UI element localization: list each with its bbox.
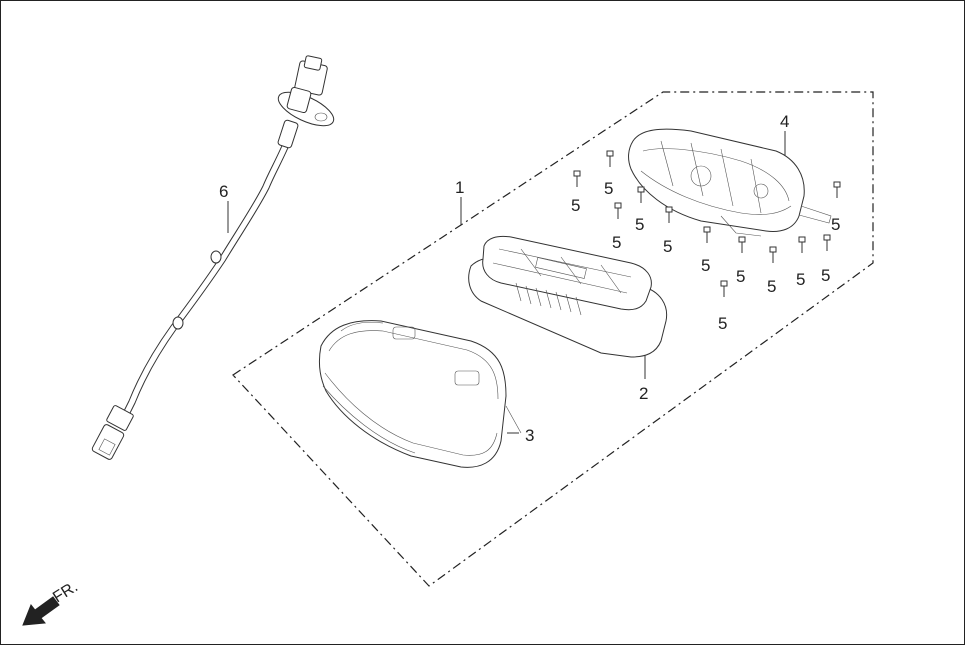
callout-1: 1 [455, 178, 464, 197]
callout-5: 5 [604, 179, 613, 198]
callout-5: 5 [796, 270, 805, 289]
callout-6: 6 [219, 182, 228, 201]
callout-5: 5 [663, 237, 672, 256]
callout-5: 5 [612, 233, 621, 252]
lens-cover-part [318, 320, 522, 468]
callout-5: 5 [718, 314, 727, 333]
screw [637, 186, 645, 203]
callout-5: 5 [831, 215, 840, 234]
screw [720, 280, 728, 297]
sensor-cable-part [91, 55, 335, 460]
callout-5: 5 [571, 196, 580, 215]
callout-5: 5 [821, 266, 830, 285]
screw [798, 236, 806, 253]
callout-5: 5 [701, 256, 710, 275]
screw-parts [573, 150, 841, 297]
screw [823, 234, 831, 251]
screw [738, 236, 746, 253]
screw [833, 181, 841, 198]
screw [606, 150, 614, 167]
screw [665, 206, 673, 223]
callout-3: 3 [525, 426, 534, 445]
front-direction-arrow: FR. [22, 578, 81, 626]
callout-4: 4 [780, 112, 789, 131]
callout-5: 5 [767, 277, 776, 296]
rear-housing-part [628, 128, 832, 237]
leader-lines [227, 131, 786, 434]
callout-5: 5 [736, 267, 745, 286]
screw [614, 202, 622, 219]
callout-5: 5 [635, 215, 644, 234]
screw [703, 226, 711, 243]
callout-2: 2 [639, 384, 648, 403]
circuit-board-part [468, 235, 668, 358]
screw [769, 246, 777, 263]
screw [573, 170, 581, 187]
